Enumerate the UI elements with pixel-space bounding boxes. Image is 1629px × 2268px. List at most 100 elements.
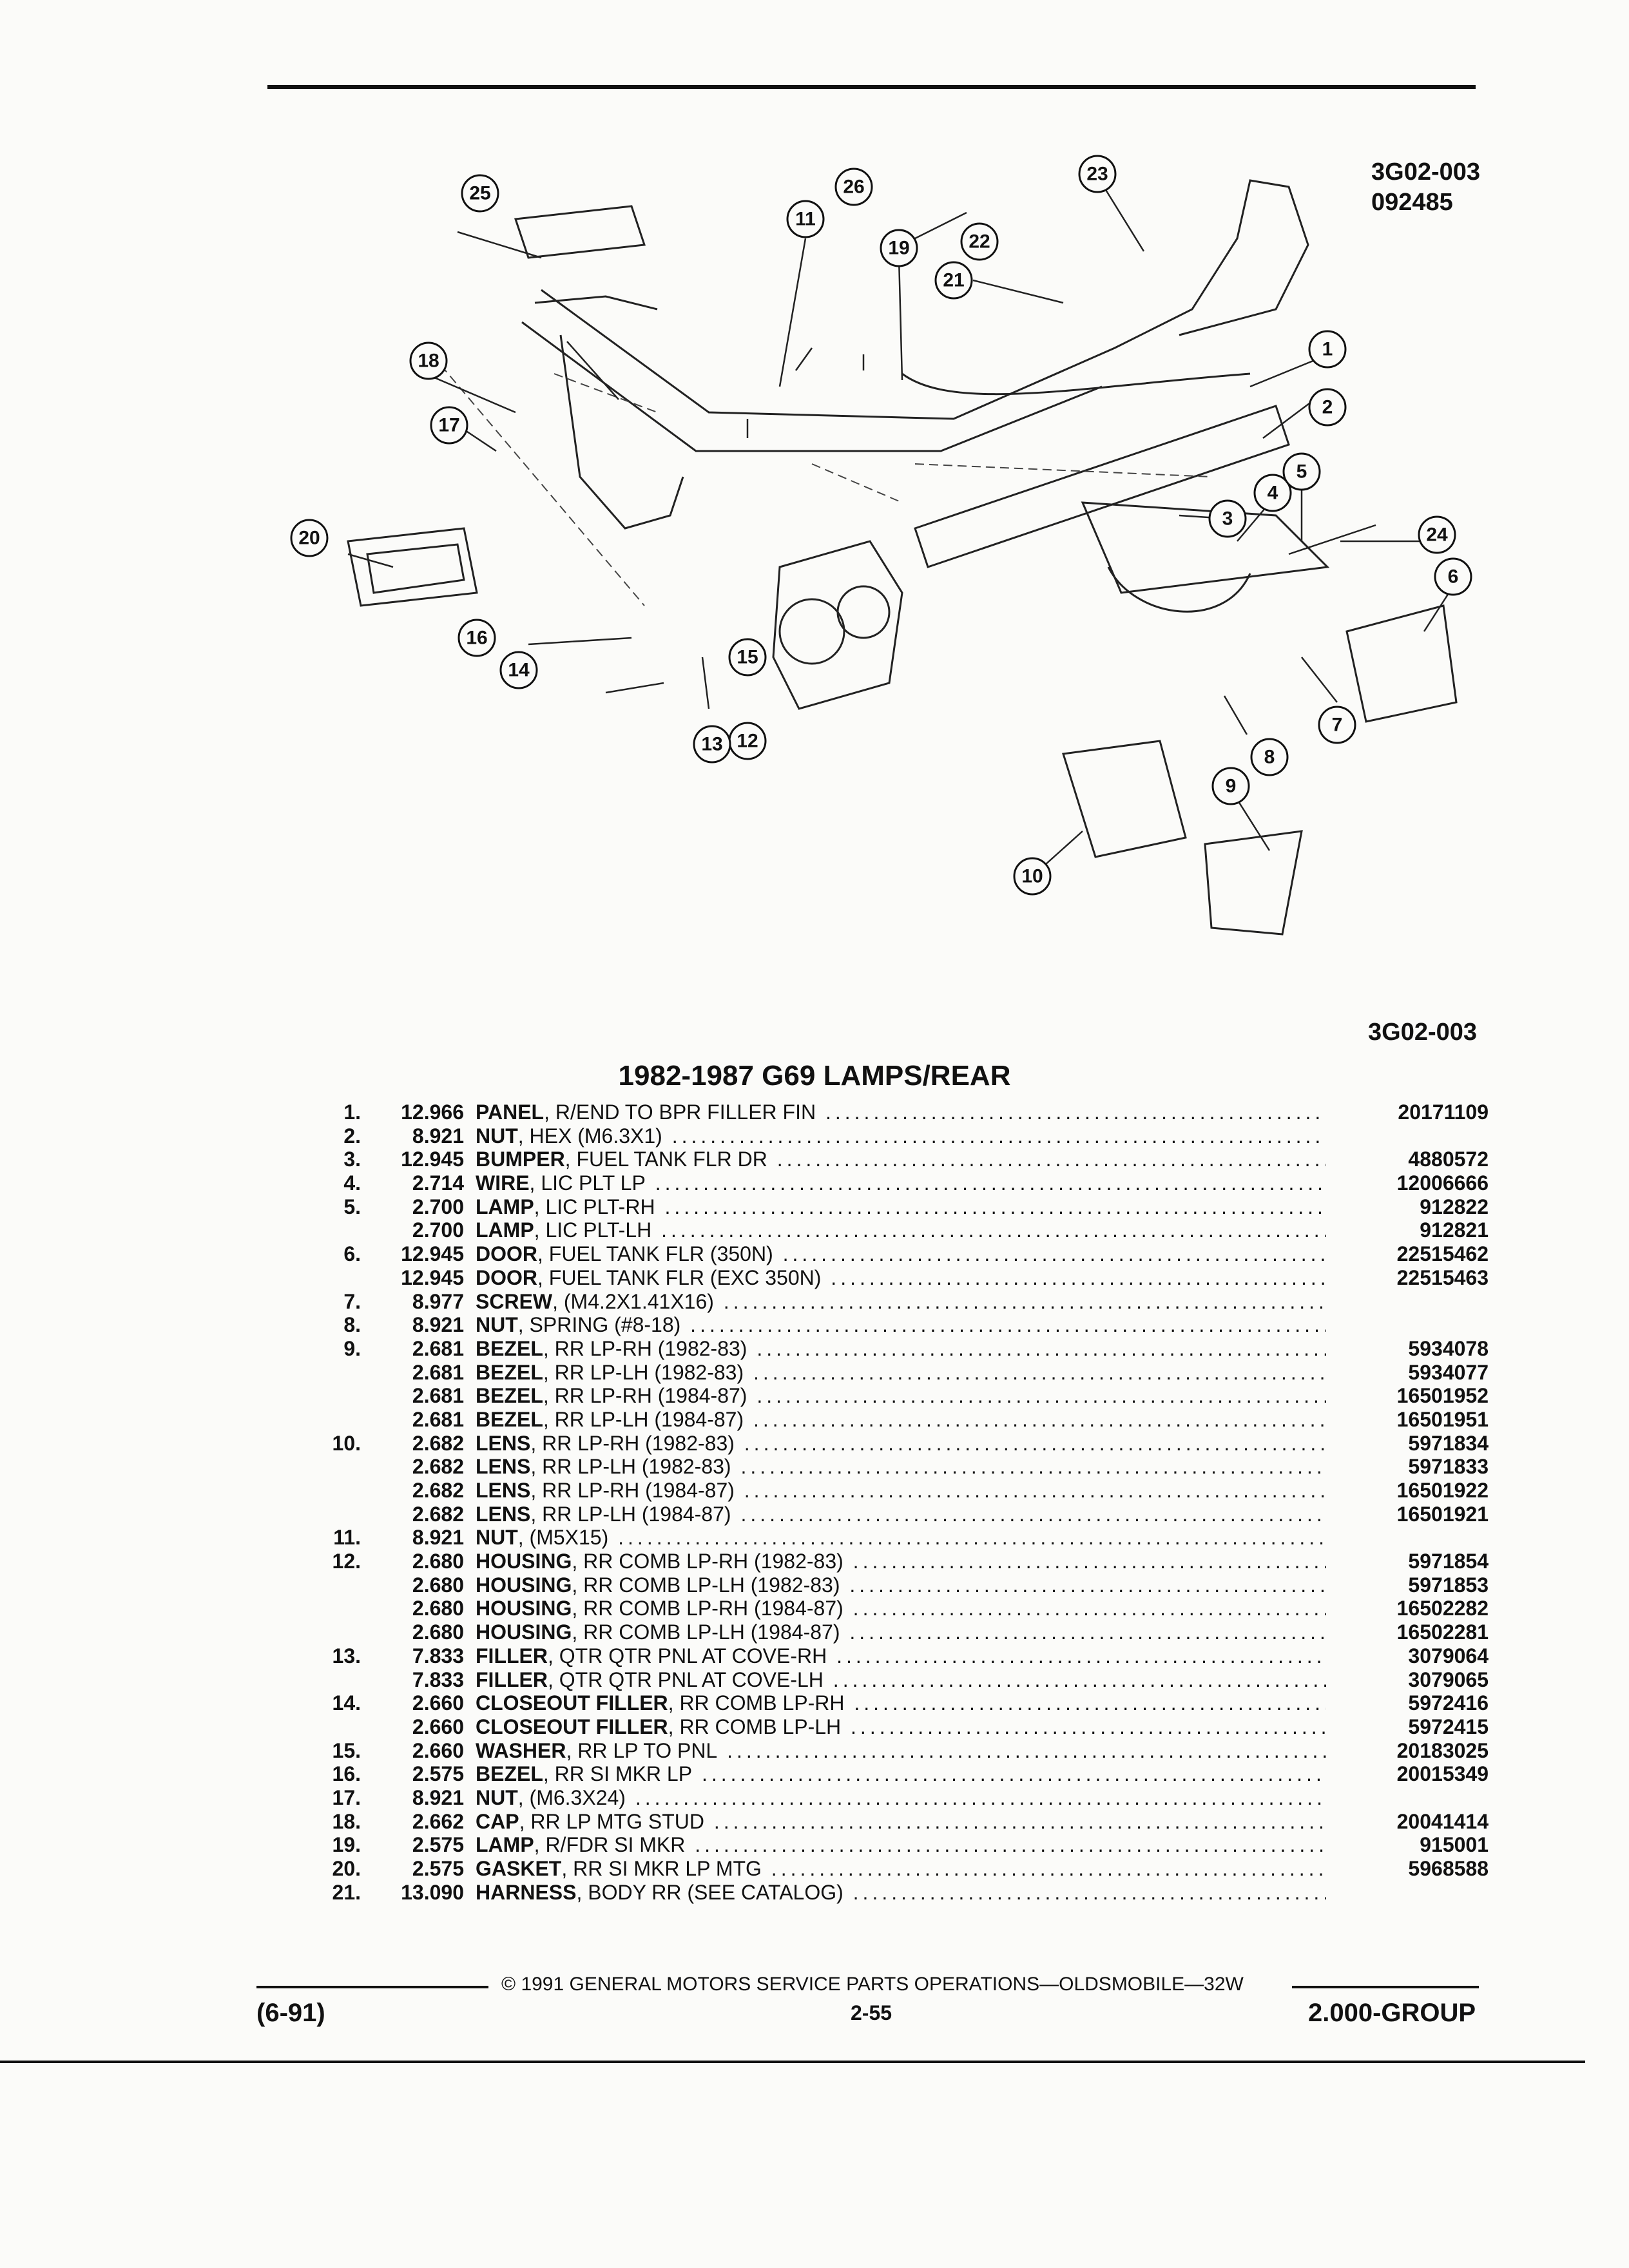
part-number: 5934077 <box>1408 1360 1489 1384</box>
part-description: FILLER, QTR QTR PNL AT COVE-LH .........… <box>476 1668 1326 1691</box>
part-description: DOOR, FUEL TANK FLR (350N) .............… <box>476 1242 1326 1265</box>
part-name: NUT <box>476 1526 518 1550</box>
leader-dots: ........................................… <box>853 1880 1326 1904</box>
callout-26: 26 <box>843 177 864 198</box>
part-name: BEZEL <box>476 1407 543 1431</box>
item-number: 20. <box>332 1857 361 1880</box>
part-detail: , RR COMB LP-LH (1982-83) <box>572 1573 840 1597</box>
part-description: BEZEL, RR LP-LH (1984-87) ..............… <box>476 1408 1326 1431</box>
group-number: 2.681 <box>412 1407 464 1431</box>
part-name: HARNESS <box>476 1880 577 1904</box>
group-number: 8.977 <box>412 1289 464 1313</box>
group-number: 2.575 <box>412 1857 464 1880</box>
part-name: CLOSEOUT FILLER <box>476 1715 668 1738</box>
part-detail: , HEX (M6.3X1) <box>517 1124 662 1148</box>
diagram-code-footer: 3G02-003 <box>1368 1019 1478 1046</box>
part-description: CLOSEOUT FILLER, RR COMB LP-RH .........… <box>476 1691 1326 1715</box>
part-name: NUT <box>476 1124 518 1148</box>
item-number: 12. <box>332 1550 361 1573</box>
footer-rule-left <box>256 1986 488 1988</box>
leader-dots: ........................................… <box>695 1833 1326 1857</box>
leader-dots: ........................................… <box>727 1738 1326 1762</box>
group-number: 2.680 <box>412 1573 464 1597</box>
part-description: LENS, RR LP-LH (1984-87) ...............… <box>476 1503 1326 1526</box>
group-number: 8.921 <box>412 1124 464 1148</box>
item-number: 2. <box>343 1124 361 1148</box>
group-number: 2.575 <box>412 1762 464 1786</box>
group-number: 2.700 <box>412 1218 464 1242</box>
callout-11: 11 <box>795 209 816 230</box>
group-number: 2.575 <box>412 1833 464 1857</box>
group-number: 2.680 <box>412 1620 464 1644</box>
group-number: 2.680 <box>412 1550 464 1573</box>
part-detail: , BODY RR (SEE CATALOG) <box>576 1880 843 1904</box>
callout-14: 14 <box>508 660 530 681</box>
item-number: 15. <box>332 1738 361 1762</box>
leader-dots: ........................................… <box>853 1597 1326 1620</box>
part-description: BUMPER, FUEL TANK FLR DR ...............… <box>476 1148 1326 1171</box>
parts-row: 20. 2.575 GASKET, RR SI MKR LP MTG .......… <box>303 1857 1514 1881</box>
date-code: 092485 <box>1371 189 1453 216</box>
part-number: 5971854 <box>1408 1550 1489 1573</box>
callout-16: 16 <box>466 628 487 649</box>
footer-rule-right <box>1292 1986 1479 1988</box>
part-name: LAMP <box>476 1833 534 1857</box>
part-number: 16501922 <box>1396 1479 1489 1502</box>
part-detail: , RR COMB LP-LH (1984-87) <box>572 1620 840 1644</box>
item-number: 4. <box>343 1171 361 1195</box>
part-detail: , SPRING (#8-18) <box>517 1313 681 1337</box>
part-number: 16501921 <box>1396 1502 1489 1526</box>
item-number: 3. <box>343 1148 361 1171</box>
part-description: LENS, RR LP-LH (1982-83) ...............… <box>476 1455 1326 1478</box>
item-number: 17. <box>332 1785 361 1809</box>
part-detail: , LIC PLT-RH <box>534 1195 655 1218</box>
part-description: NUT, (M6.3X24) .........................… <box>476 1786 1326 1809</box>
section-title: 1982-1987 G69 LAMPS/REAR <box>618 1060 1011 1091</box>
item-number: 13. <box>332 1644 361 1667</box>
part-description: BEZEL, RR LP-RH (1984-87) ..............… <box>476 1384 1326 1407</box>
part-name: HOUSING <box>476 1620 572 1644</box>
group-number: 2.682 <box>412 1431 464 1455</box>
part-name: WIRE <box>476 1171 530 1195</box>
part-detail: , RR COMB LP-LH <box>668 1715 842 1738</box>
part-description: HARNESS, BODY RR (SEE CATALOG) .........… <box>476 1881 1326 1904</box>
callout-21: 21 <box>943 270 964 291</box>
part-detail: , RR LP-LH (1984-87) <box>530 1502 731 1526</box>
part-number: 12006666 <box>1396 1171 1489 1195</box>
part-detail: , RR LP MTG STUD <box>519 1809 704 1833</box>
group-number: 2.660 <box>412 1715 464 1738</box>
leader-dots: ........................................… <box>740 1455 1326 1479</box>
part-detail: , R/FDR SI MKR <box>534 1833 686 1857</box>
leader-dots: ........................................… <box>836 1644 1326 1667</box>
part-detail: , RR LP-RH (1984-87) <box>530 1479 735 1502</box>
part-number: 5971834 <box>1408 1431 1489 1455</box>
part-description: LENS, RR LP-RH (1982-83) ...............… <box>476 1432 1326 1455</box>
callout-8: 8 <box>1264 747 1275 768</box>
part-description: BEZEL, RR LP-RH (1982-83) ..............… <box>476 1337 1326 1360</box>
part-description: BEZEL, RR LP-LH (1982-83) ..............… <box>476 1361 1326 1384</box>
part-name: HOUSING <box>476 1550 572 1573</box>
part-detail: , RR COMB LP-RH (1982-83) <box>572 1550 843 1573</box>
group-number: 2.680 <box>412 1597 464 1620</box>
callout-5: 5 <box>1296 461 1307 483</box>
copyright-line: © 1991 GENERAL MOTORS SERVICE PARTS OPER… <box>501 1974 1244 1995</box>
part-name: FILLER <box>476 1667 548 1691</box>
group-label: 2.000-GROUP <box>1308 1999 1476 2027</box>
part-description: GASKET, RR SI MKR LP MTG ...............… <box>476 1857 1326 1880</box>
exploded-parts-diagram: 1 2 3 4 5 6 7 8 9 10 11 12 13 14 15 16 1… <box>290 155 1472 936</box>
callout-7: 7 <box>1332 715 1343 736</box>
diagram-code-header: 3G02-003 <box>1371 159 1481 186</box>
group-number: 8.921 <box>412 1785 464 1809</box>
leader-dots: ........................................… <box>671 1124 1326 1148</box>
part-name: GASKET <box>476 1857 562 1880</box>
part-detail: , (M6.3X24) <box>517 1785 626 1809</box>
